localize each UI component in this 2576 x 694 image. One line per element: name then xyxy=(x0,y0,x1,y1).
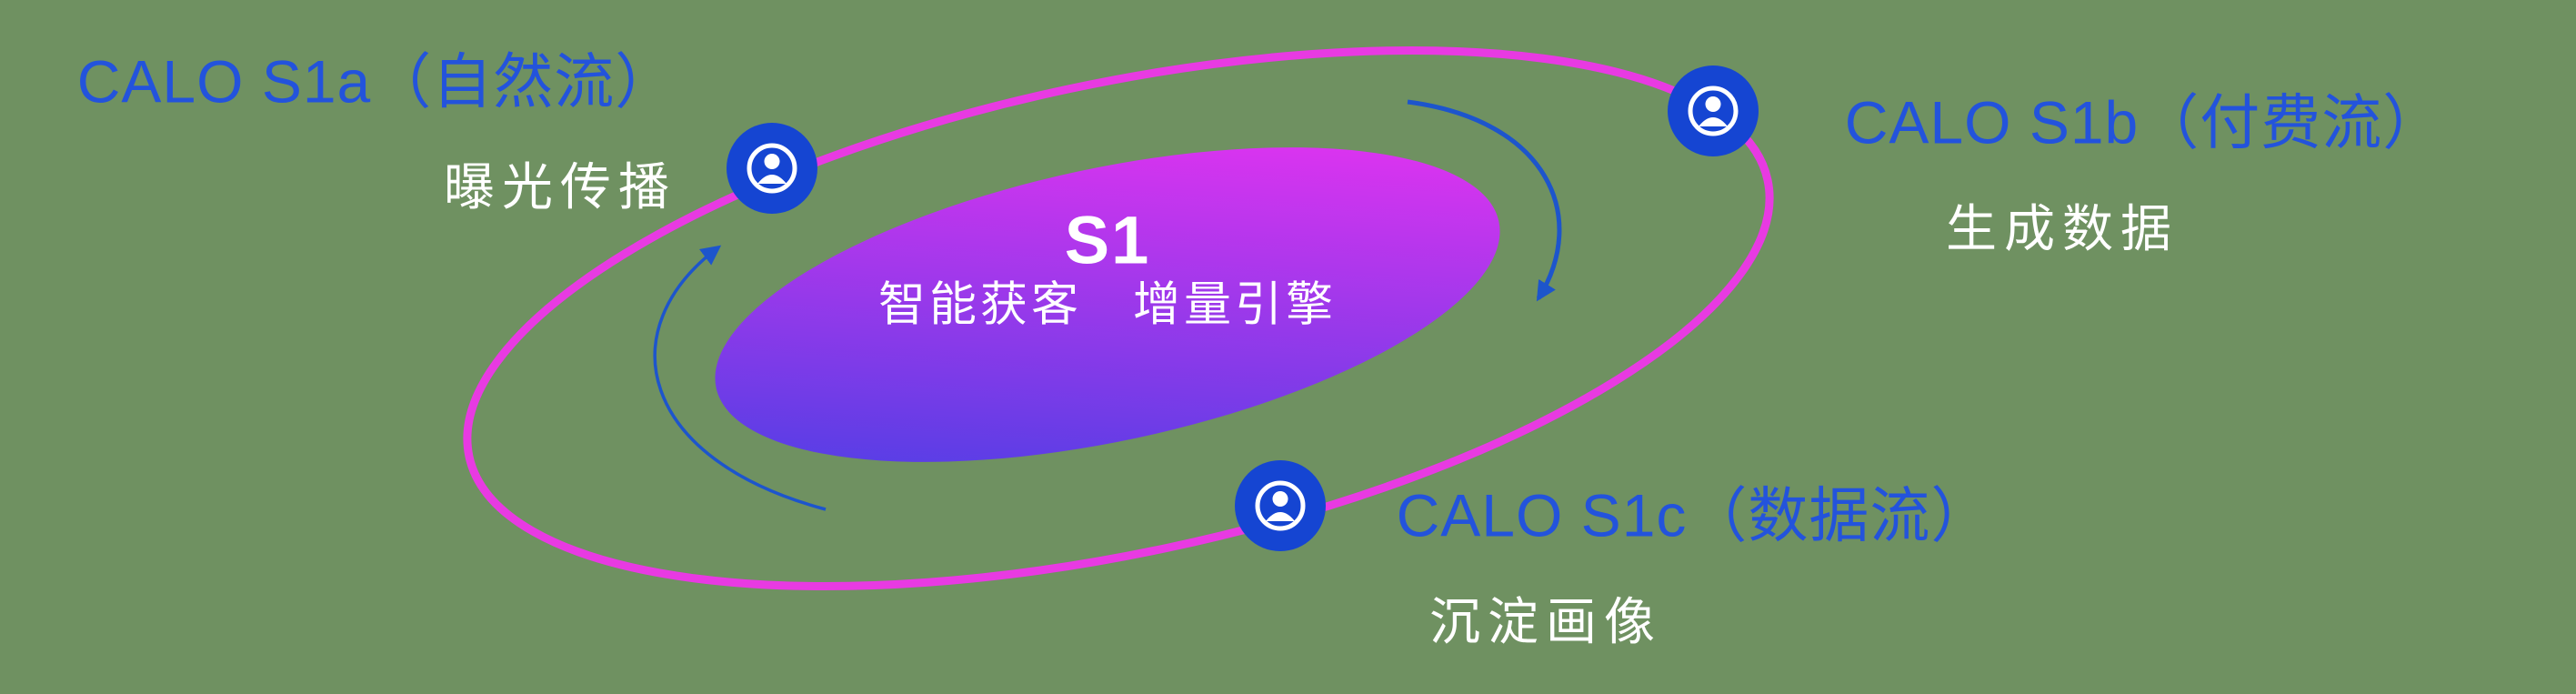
sublabel-calo-s1c: 沉淀画像 xyxy=(1429,593,1662,651)
sublabel-calo-s1b: 生成数据 xyxy=(1946,200,2179,258)
flow-arrow-right-icon xyxy=(1407,99,1562,302)
label-calo-s1b: CALO S1b（付费流） xyxy=(1844,88,2444,156)
sublabel-calo-s1a: 曝光传播 xyxy=(444,158,677,216)
flow-arrow-left-icon xyxy=(653,245,827,511)
label-calo-s1a: CALO S1a（自然流） xyxy=(76,47,677,116)
center-subtitle: 智能获客 增量引擎 xyxy=(877,278,1338,332)
node-s1b-person-icon xyxy=(1668,65,1759,156)
node-s1a-person-icon xyxy=(727,123,817,214)
orbit-ring xyxy=(463,46,1774,590)
center-ellipse xyxy=(715,147,1500,462)
center-title: S1 xyxy=(1064,202,1151,278)
node-s1c-person-icon xyxy=(1235,460,1326,551)
label-calo-s1c: CALO S1c（数据流） xyxy=(1396,481,1992,549)
